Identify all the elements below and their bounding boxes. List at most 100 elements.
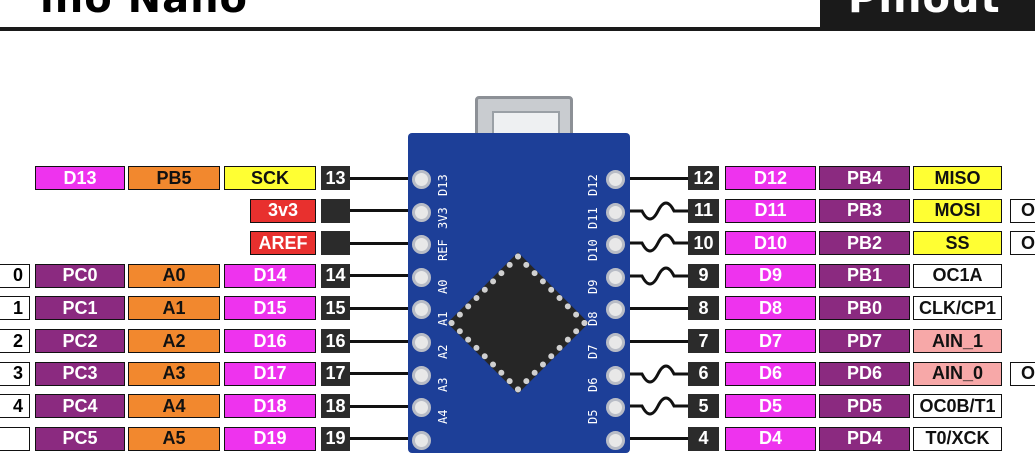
- left-label: PC5: [35, 426, 125, 451]
- right-label: MISO: [913, 166, 1002, 190]
- left-pin-number: [318, 198, 350, 223]
- left-label: A2: [128, 329, 220, 353]
- left-pin-number: 13: [318, 166, 350, 190]
- silk-label-right: D11: [586, 206, 600, 229]
- header-rule: [0, 27, 1035, 31]
- right-label: MOSI: [913, 198, 1002, 223]
- pwm-wave-icon: [630, 201, 688, 221]
- right-pin-number: 12: [688, 166, 722, 190]
- left-edge-label: 3: [0, 361, 30, 386]
- right-label: PB4: [819, 166, 910, 190]
- left-pin-number: 18: [318, 394, 350, 419]
- pin-hole: [606, 170, 625, 189]
- right-label: CLK/CP1: [913, 296, 1002, 321]
- pin-hole: [606, 202, 625, 222]
- pin-hole: [412, 202, 431, 222]
- right-pin-number: 8: [688, 296, 722, 321]
- header-tab: [820, 0, 1035, 30]
- right-label: PB3: [819, 198, 910, 223]
- left-edge-label: 2: [0, 329, 30, 353]
- left-label: PC3: [35, 361, 125, 386]
- right-wire: [630, 306, 688, 310]
- pin-hole: [606, 333, 625, 352]
- left-label: A1: [128, 296, 220, 321]
- silk-label-right: D6: [586, 377, 600, 392]
- silk-label-left: D13: [436, 174, 450, 196]
- silk-label-left: A1: [436, 311, 450, 327]
- left-edge-label: 4: [0, 394, 30, 419]
- header-title-left: ino Nano: [40, 0, 248, 22]
- right-label: PD5: [819, 394, 910, 419]
- left-label: D16: [224, 329, 316, 353]
- right-pin-number: 11: [688, 198, 722, 223]
- header-title-right: Pinout: [848, 0, 1001, 22]
- pin-hole: [606, 430, 625, 450]
- right-label: PB0: [819, 296, 910, 321]
- right-label: D5: [725, 394, 816, 419]
- right-label: D7: [725, 329, 816, 353]
- silk-label-right: D7: [586, 344, 600, 359]
- right-wire: [630, 437, 688, 441]
- right-label: OC1A: [913, 263, 1002, 288]
- left-edge-label: [0, 426, 30, 451]
- pin-hole: [412, 267, 431, 287]
- right-pin-number: 5: [688, 394, 722, 419]
- left-wire: [350, 437, 408, 441]
- left-pin-number: 14: [318, 263, 350, 288]
- pin-hole: [412, 365, 431, 385]
- left-pin-number: 17: [318, 361, 350, 386]
- pwm-wave-icon: [630, 396, 688, 416]
- pin-hole: [412, 235, 431, 255]
- left-label: SCK: [224, 166, 316, 190]
- left-wire: [350, 339, 408, 343]
- pin-hole: [412, 398, 431, 418]
- left-label: D19: [224, 426, 316, 451]
- pin-hole: [606, 235, 625, 255]
- silk-label-left: A0: [436, 279, 450, 294]
- left-wire: [350, 274, 408, 278]
- right-label: PD4: [819, 426, 910, 451]
- right-label: PD6: [819, 361, 910, 386]
- silk-label-left: A2: [436, 344, 450, 359]
- left-label: PC4: [35, 394, 125, 419]
- pwm-wave-icon: [630, 233, 688, 253]
- left-label: AREF: [250, 231, 316, 256]
- left-label: D15: [224, 296, 316, 321]
- right-label: D4: [725, 426, 816, 451]
- left-label: A3: [128, 361, 220, 386]
- left-label: D14: [224, 263, 316, 288]
- right-label: D9: [725, 263, 816, 288]
- right-label: SS: [913, 231, 1002, 256]
- right-label: O: [1010, 231, 1035, 256]
- right-label: T0/XCK: [913, 426, 1002, 451]
- pin-hole: [606, 398, 625, 418]
- left-pin-number: 19: [318, 426, 350, 451]
- silk-label-left: 3V3: [436, 206, 450, 229]
- right-label: D11: [725, 198, 816, 223]
- right-label: PB1: [819, 263, 910, 288]
- right-label: D6: [725, 361, 816, 386]
- pwm-wave-icon: [630, 364, 688, 384]
- right-label: PD7: [819, 329, 910, 353]
- left-wire: [350, 241, 408, 245]
- left-wire: [350, 372, 408, 376]
- left-wire: [350, 306, 408, 310]
- silk-label-left: REF: [436, 239, 450, 262]
- silk-label-right: D10: [586, 239, 600, 262]
- left-label: A4: [128, 394, 220, 419]
- right-pin-number: 7: [688, 329, 722, 353]
- right-label: AIN_0: [913, 361, 1002, 386]
- right-pin-number: 9: [688, 263, 722, 288]
- silk-label-right: D9: [586, 279, 600, 294]
- header: ino Nano Pinout: [0, 0, 1035, 32]
- left-wire: [350, 209, 408, 213]
- silk-label-left: A3: [436, 377, 450, 392]
- right-pin-number: 10: [688, 231, 722, 256]
- left-label: PB5: [128, 166, 220, 190]
- left-label: A5: [128, 426, 220, 451]
- right-label: AIN_1: [913, 329, 1002, 353]
- right-label: O: [1010, 198, 1035, 223]
- pin-hole: [606, 365, 625, 385]
- silk-label-right: D12: [586, 174, 600, 196]
- left-wire: [350, 404, 408, 408]
